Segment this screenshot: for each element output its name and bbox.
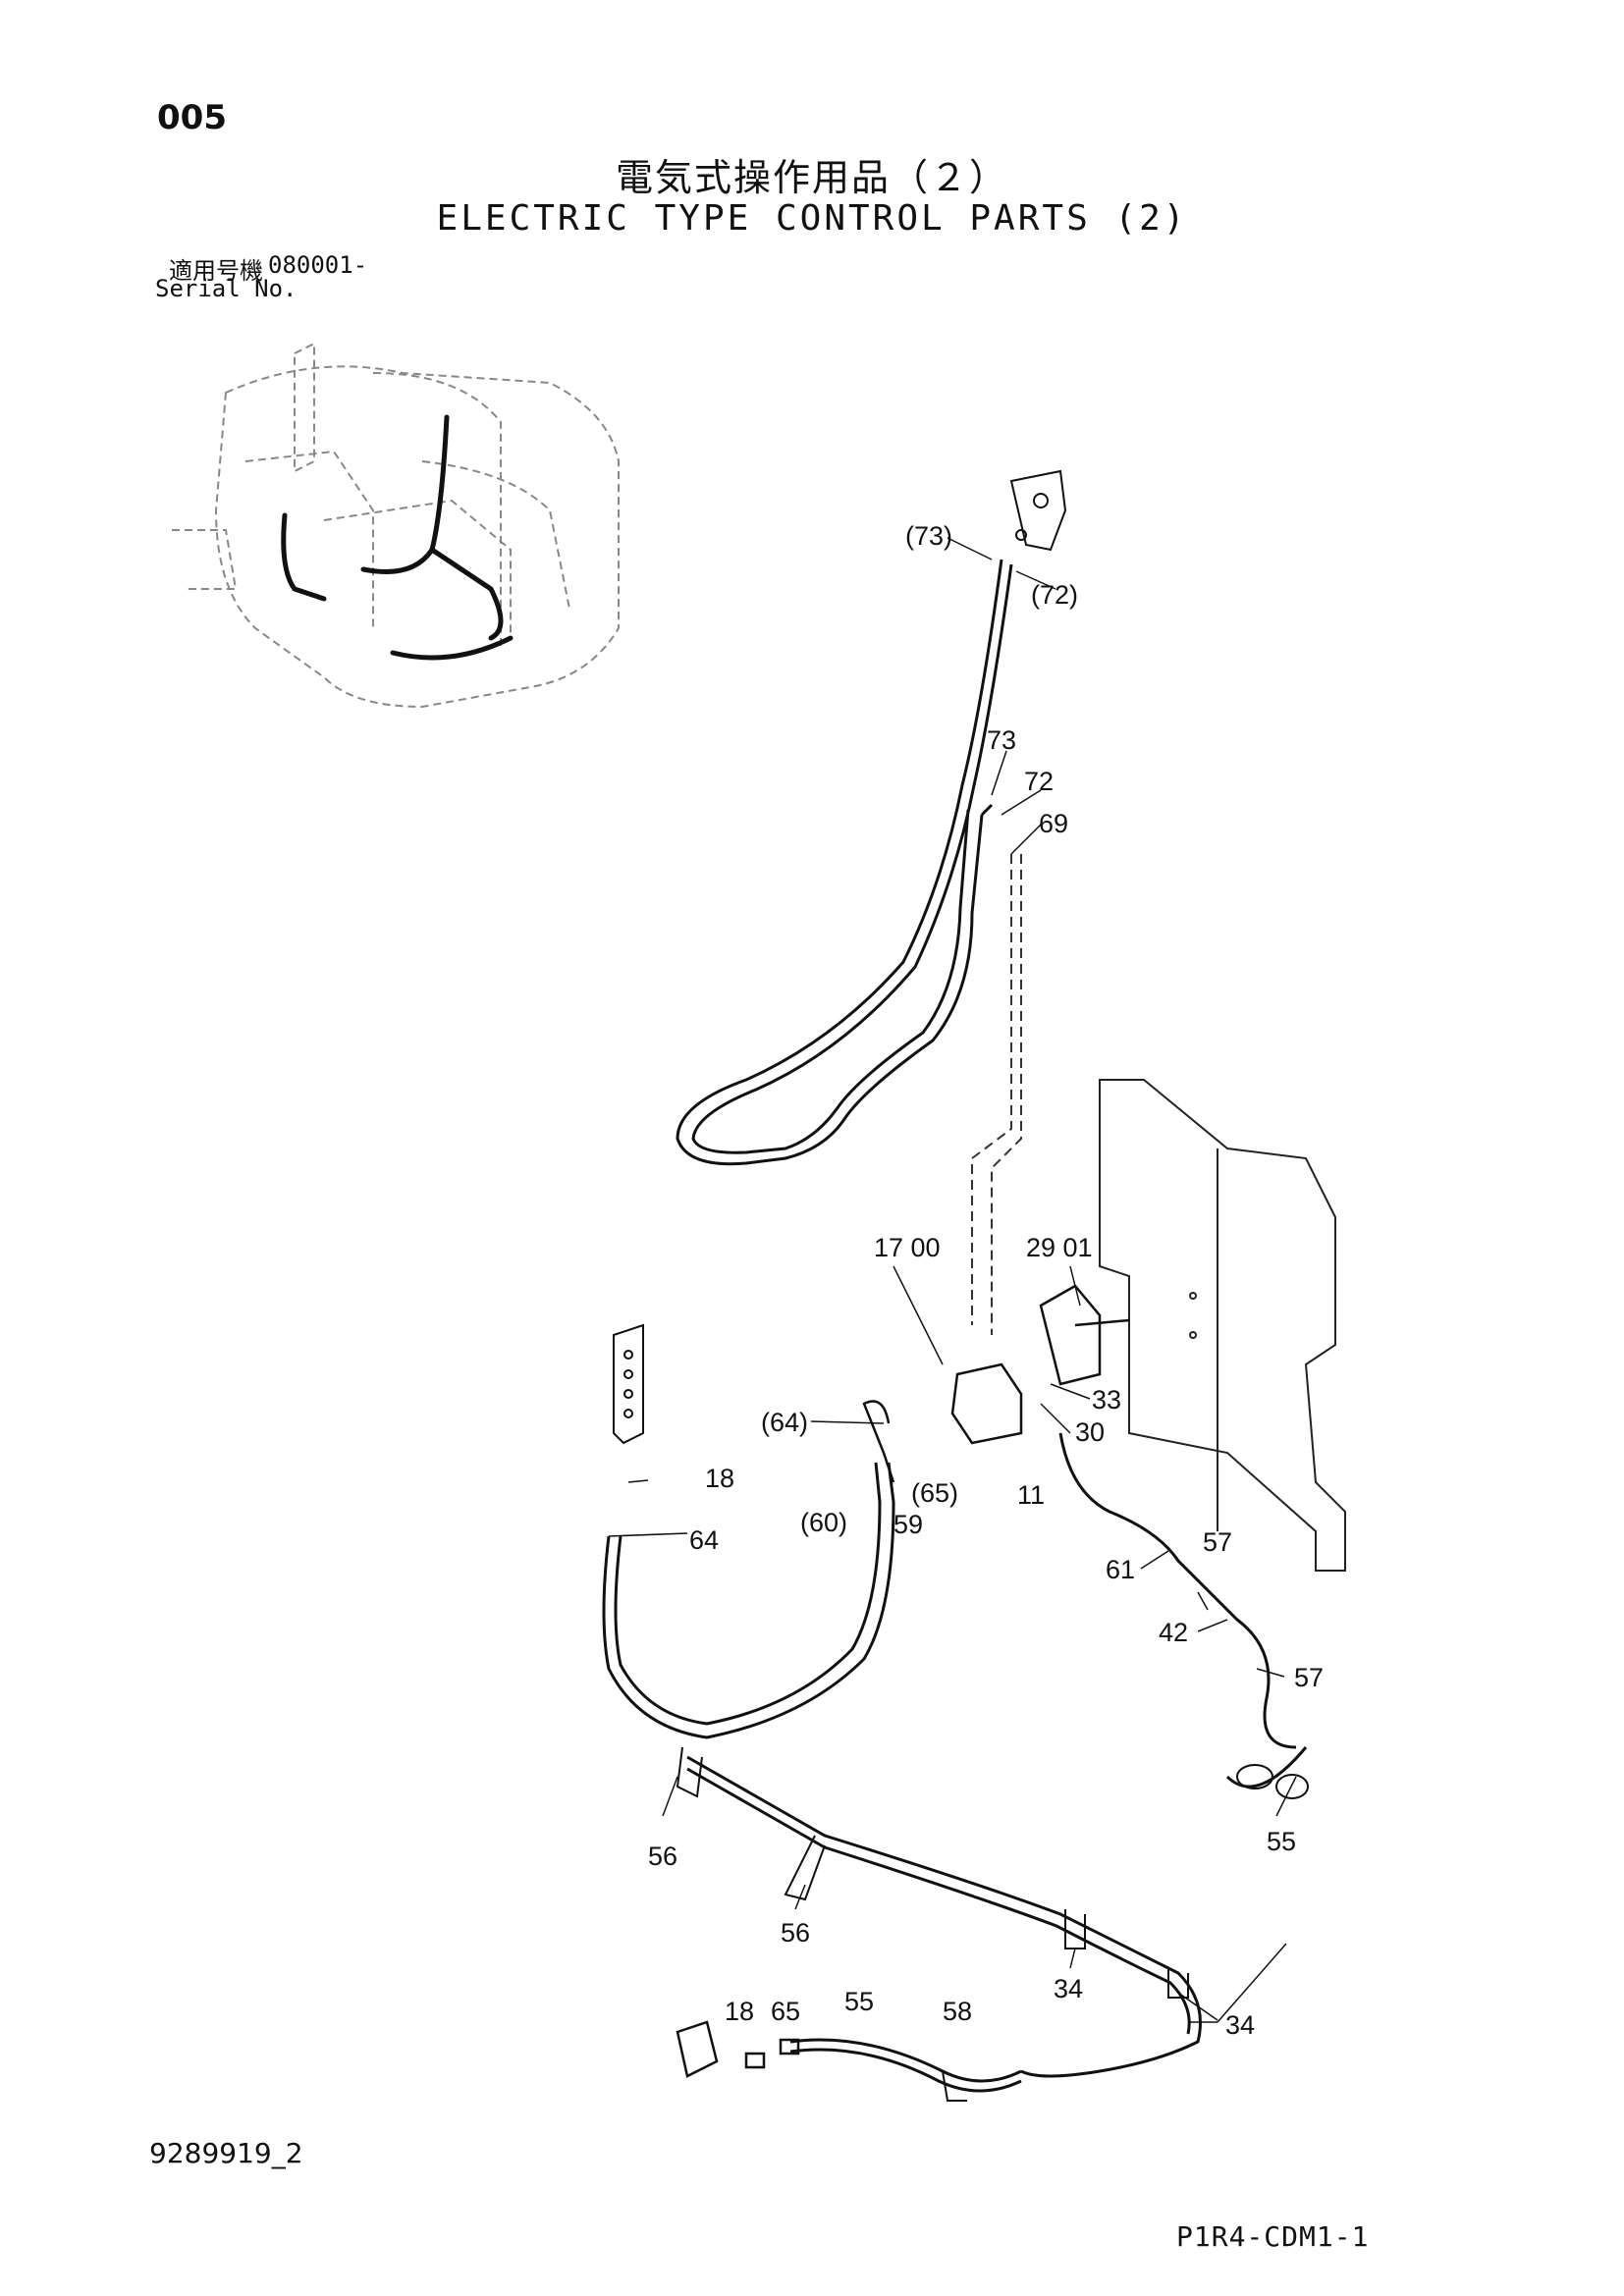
callout-34-right: 34 — [1225, 2010, 1255, 2040]
callout-69: 69 — [1039, 809, 1068, 838]
lower-harness — [602, 1432, 1308, 2093]
callout-58: 58 — [943, 1997, 972, 2026]
left-bracket — [613, 1323, 644, 1445]
page-number: 005 — [157, 98, 227, 137]
callout-18-lower: 18 — [725, 1997, 754, 2026]
callout-60-ref: (60) — [800, 1508, 847, 1537]
document-number: 9289919_2 — [149, 2137, 303, 2169]
callout-73: 73 — [987, 725, 1016, 755]
callout-57-upper: 57 — [1203, 1527, 1232, 1557]
callout-65: 65 — [771, 1997, 800, 2026]
title-japanese: 電気式操作用品（２） — [615, 156, 1008, 199]
upper-harness — [676, 559, 1013, 1166]
footer-code: P1R4-CDM1-1 — [1176, 2220, 1370, 2253]
serial-value: 080001- — [268, 251, 368, 279]
cab-harness — [281, 414, 514, 661]
callout-18-upper: 18 — [705, 1464, 734, 1493]
callout-30: 30 — [1075, 1417, 1105, 1447]
callout-55-lower: 55 — [844, 1987, 874, 2016]
callout-33: 33 — [1092, 1385, 1121, 1415]
callout-labels: (73) (72) 73 72 69 17 00 29 01 33 30 (64… — [648, 521, 1324, 2040]
callout-29-01: 29 01 — [1026, 1233, 1093, 1262]
end-connector — [676, 2020, 800, 2078]
callout-11: 11 — [1017, 1480, 1045, 1510]
callout-34-left: 34 — [1054, 1974, 1083, 2003]
callout-73-ref: (73) — [905, 521, 952, 551]
dash-lines — [971, 854, 1022, 1335]
callout-64-ref: (64) — [761, 1408, 808, 1437]
callout-72: 72 — [1024, 767, 1054, 796]
callout-57-lower: 57 — [1294, 1663, 1324, 1692]
leader-lines — [608, 537, 1297, 2023]
callout-56-left: 56 — [648, 1842, 677, 1871]
callout-61: 61 — [1106, 1555, 1135, 1584]
callout-55-right: 55 — [1267, 1827, 1296, 1856]
clips — [676, 1746, 1310, 2102]
callout-59: 59 — [893, 1510, 923, 1539]
title-english: ELECTRIC TYPE CONTROL PARTS (2) — [436, 198, 1188, 239]
panel-plate — [1099, 1079, 1346, 1572]
valve-block — [862, 1284, 1130, 1483]
callout-56-middle: 56 — [781, 1918, 810, 1948]
callout-64: 64 — [689, 1525, 719, 1555]
callout-17-00: 17 00 — [874, 1233, 941, 1262]
serial-label-english: Serial No. — [155, 275, 298, 302]
sensor-bracket — [1009, 469, 1067, 552]
callout-42: 42 — [1159, 1618, 1188, 1647]
callout-65-ref: (65) — [911, 1478, 958, 1508]
serial-label-japanese: 適用号機 — [169, 257, 263, 285]
callout-72-ref: (72) — [1031, 580, 1078, 610]
